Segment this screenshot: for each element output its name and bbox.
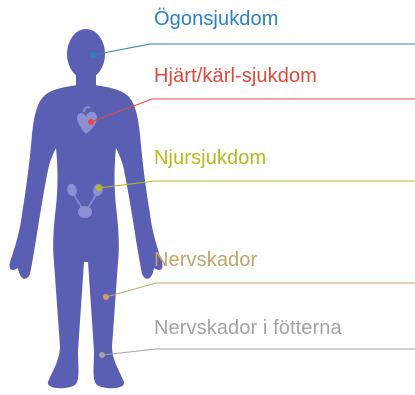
eye-connector <box>90 44 415 58</box>
feet-connector <box>99 349 415 358</box>
nerve-connector <box>103 283 415 300</box>
label-nerve-damage: Nervskador <box>154 248 257 272</box>
label-kidney-disease: Njursjukdom <box>154 146 266 170</box>
label-nerve-damage-feet: Nervskador i fötterna <box>154 316 342 340</box>
label-heart-disease: Hjärt/kärl-sjukdom <box>154 64 317 88</box>
label-eye-disease: Ögonsjukdom <box>154 7 279 31</box>
